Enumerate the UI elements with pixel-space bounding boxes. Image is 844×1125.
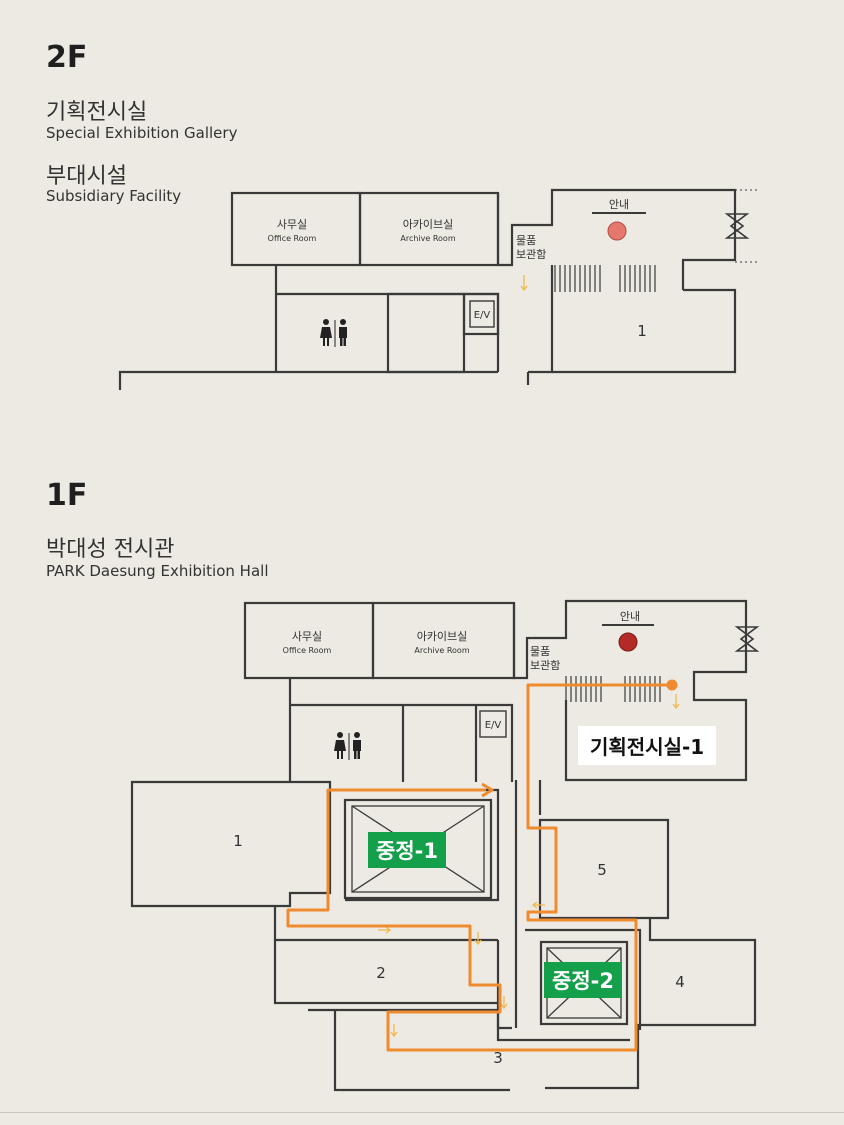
special-gallery-callout: 기획전시실-1 [578, 726, 717, 765]
exhibition-room-4 [545, 918, 757, 1090]
room-5-label: 5 [597, 861, 607, 879]
elevator-2f [469, 300, 495, 328]
direction-arrows [378, 275, 680, 1038]
room-4-label: 4 [675, 973, 685, 991]
exhibition-room-5 [538, 818, 670, 920]
storage-1f-label-1: 물품 [530, 645, 550, 658]
courtyard-2-callout: 중정-2 [544, 962, 622, 998]
storage-2f-label-2: 보관함 [516, 248, 546, 261]
courtyard-1 [343, 798, 493, 900]
bottom-divider [0, 1112, 844, 1113]
room-3-label: 3 [493, 1049, 503, 1067]
floor-2f-label: 2F [46, 40, 88, 75]
floor-1f-label: 1F [46, 478, 88, 513]
archive-room-2f-label-en: Archive Room [400, 234, 455, 243]
office-room-2f-label: 사무실 [277, 218, 307, 231]
archive-room-1f-label-en: Archive Room [414, 646, 469, 655]
corridor-room-2f [386, 292, 466, 374]
room-1-2f-label: 1 [637, 322, 647, 340]
elevator-1f-label: E/V [485, 720, 502, 731]
elevator-1f [479, 710, 507, 738]
floor-2f-title-ko-1: 기획전시실 [46, 100, 148, 125]
info-2f-label: 안내 [609, 198, 629, 211]
floor-2f-plan [118, 188, 760, 390]
courtyard-2 [539, 940, 629, 1026]
floor-2f-title-ko-2: 부대시설 [46, 164, 127, 189]
archive-room-2f-label: 아카이브실 [403, 218, 454, 231]
office-room-1f-label: 사무실 [292, 630, 322, 643]
exhibition-room-1 [130, 780, 332, 908]
restroom-icon [320, 319, 361, 760]
info-marker-icon [592, 212, 654, 652]
room-1-1f-label: 1 [233, 832, 243, 850]
storage-1f-label-2: 보관함 [530, 659, 560, 672]
info-1f-label: 안내 [620, 610, 640, 623]
tour-route [286, 679, 678, 1052]
floor-2f-title-en-1: Special Exhibition Gallery [46, 124, 238, 142]
office-room-2f-label-en: Office Room [268, 234, 317, 243]
elevator-2f-label: E/V [474, 310, 491, 321]
office-room-1f-label-en: Office Room [283, 646, 332, 655]
archive-room-1f-label: 아카이브실 [417, 630, 468, 643]
floor-1f-plan [130, 599, 757, 1092]
room-2-label: 2 [376, 964, 386, 982]
hourglass-entrance-icon [724, 213, 760, 652]
floor-2f-title-en-2: Subsidiary Facility [46, 187, 182, 205]
storage-2f-label-1: 물품 [516, 234, 536, 247]
floor-1f-title-ko: 박대성 전시관 [46, 537, 175, 562]
floor-1f-title-en: PARK Daesung Exhibition Hall [46, 562, 269, 580]
courtyard-1-callout: 중정-1 [368, 832, 446, 868]
stairs-icon [554, 265, 661, 702]
